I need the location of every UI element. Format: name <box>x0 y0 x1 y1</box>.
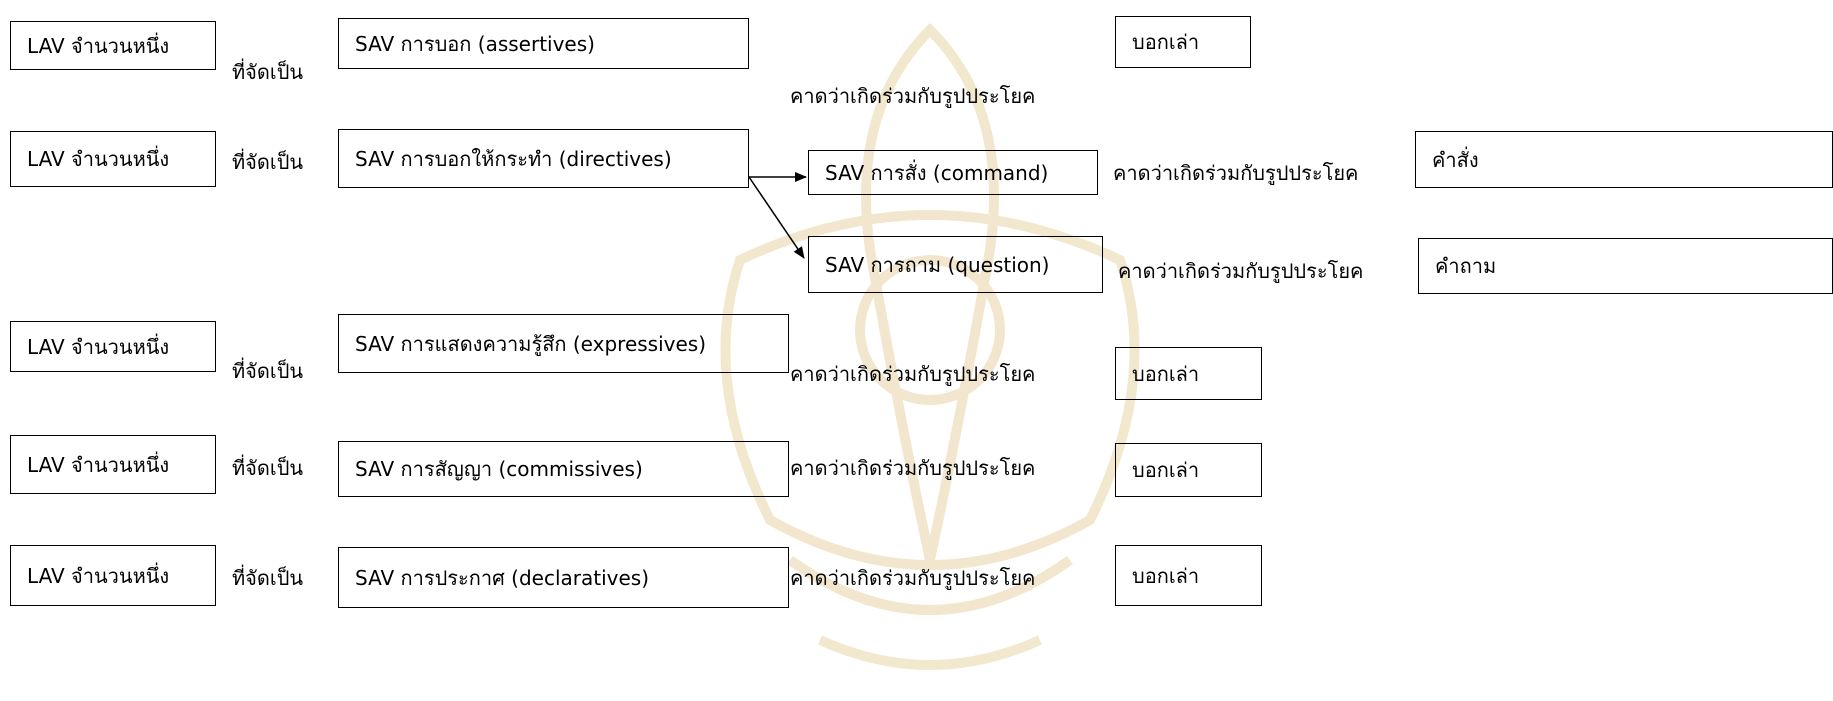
lav-box-assertives: LAV จำนวนหนึ่ง <box>10 21 216 70</box>
sav-box-directives: SAV การบอกให้กระทำ (directives) <box>338 129 749 188</box>
sav-box-assertives: SAV การบอก (assertives) <box>338 18 749 69</box>
sentence-type-declaratives: บอกเล่า <box>1115 545 1262 606</box>
classified-label-expressives: ที่จัดเป็น <box>232 359 304 383</box>
classified-label-directives: ที่จัดเป็น <box>232 150 304 174</box>
sentence-type-assertives: บอกเล่า <box>1115 16 1251 68</box>
arrow-to-question <box>748 176 805 259</box>
sentence-type-question: คำถาม <box>1418 238 1833 294</box>
sav-box-command: SAV การสั่ง (command) <box>808 150 1098 195</box>
sentence-type-command: คำสั่ง <box>1415 131 1833 188</box>
sentence-type-commissives: บอกเล่า <box>1115 443 1262 497</box>
sav-box-declaratives: SAV การประกาศ (declaratives) <box>338 547 789 608</box>
expected-label-expressives: คาดว่าเกิดร่วมกับรูปประโยค <box>790 362 1036 386</box>
lav-box-expressives: LAV จำนวนหนึ่ง <box>10 321 216 372</box>
sav-box-commissives: SAV การสัญญา (commissives) <box>338 441 789 497</box>
lav-box-declaratives: LAV จำนวนหนึ่ง <box>10 545 216 606</box>
classified-label-declaratives: ที่จัดเป็น <box>232 566 304 590</box>
sav-box-question: SAV การถาม (question) <box>808 236 1103 293</box>
lav-box-commissives: LAV จำนวนหนึ่ง <box>10 435 216 494</box>
expected-label-command: คาดว่าเกิดร่วมกับรูปประโยค <box>1113 161 1359 185</box>
classified-label-assertives: ที่จัดเป็น <box>232 60 304 84</box>
expected-label-assertives: คาดว่าเกิดร่วมกับรูปประโยค <box>790 84 1036 108</box>
lav-box-directives: LAV จำนวนหนึ่ง <box>10 131 216 187</box>
expected-label-declaratives: คาดว่าเกิดร่วมกับรูปประโยค <box>790 566 1036 590</box>
sav-box-expressives: SAV การแสดงความรู้สึก (expressives) <box>338 314 789 373</box>
sentence-type-expressives: บอกเล่า <box>1115 347 1262 400</box>
expected-label-question: คาดว่าเกิดร่วมกับรูปประโยค <box>1118 259 1364 283</box>
classified-label-commissives: ที่จัดเป็น <box>232 456 304 480</box>
expected-label-commissives: คาดว่าเกิดร่วมกับรูปประโยค <box>790 456 1036 480</box>
